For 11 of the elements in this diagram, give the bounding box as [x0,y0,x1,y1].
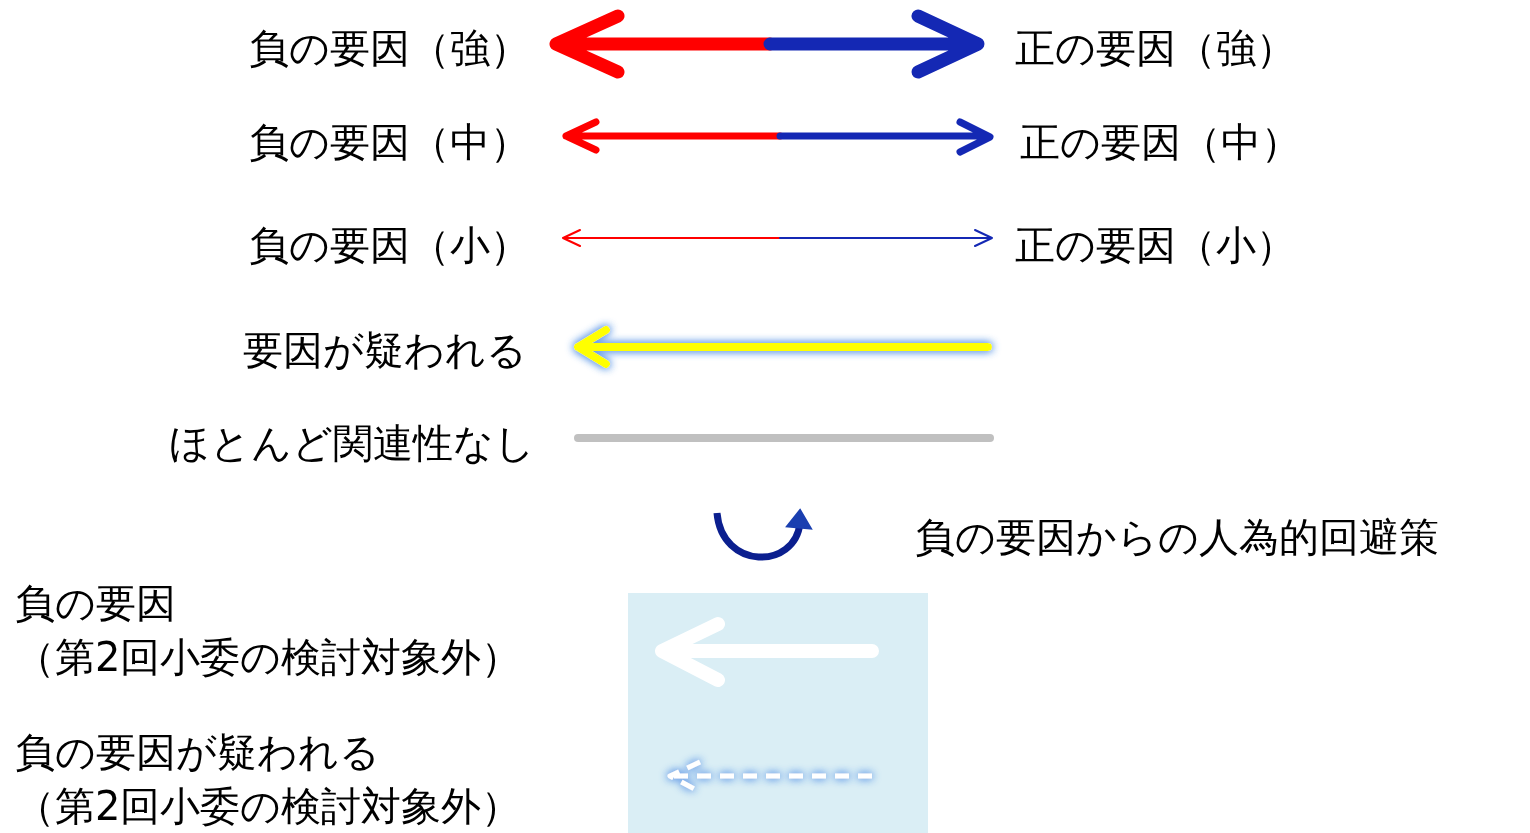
legend-label: 負の要因（中） [249,118,530,167]
legend-label: 要因が疑われる [243,326,527,375]
legend-label: 正の要因（中） [1020,118,1301,167]
legend-label: 正の要因（強） [1015,24,1296,73]
legend-label: 正の要因（小） [1015,221,1296,270]
legend-label: 負の要因からの人為的回避策 [915,513,1439,562]
legend-label: 負の要因（小） [249,221,530,270]
legend-label: 負の要因が疑われる（第2回小委の検討対象外） [15,728,522,831]
legend-label: 負の要因（第2回小委の検討対象外） [15,579,522,682]
legend-label: 負の要因（強） [249,24,530,73]
legend-label: ほとんど関連性なし [169,419,535,468]
